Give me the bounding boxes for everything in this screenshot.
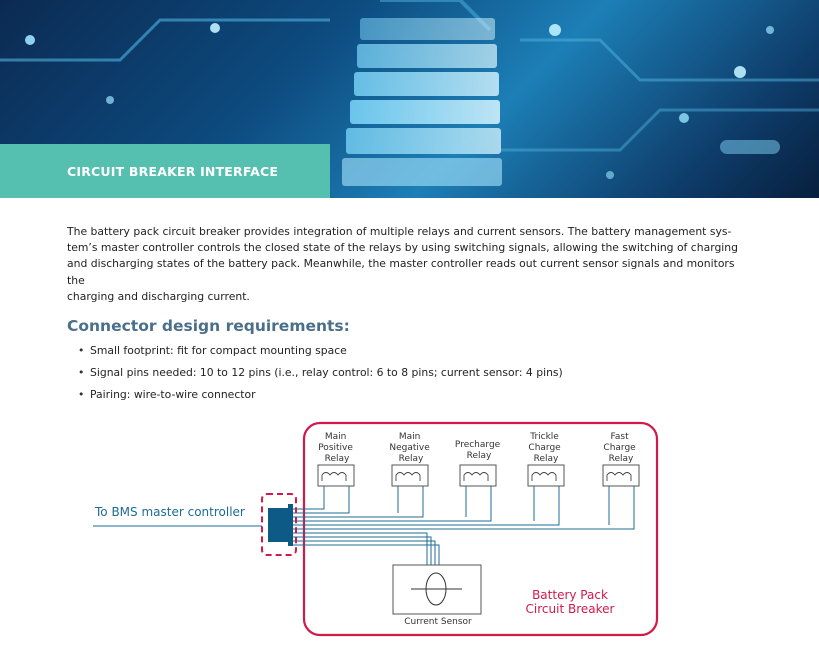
requirements-list: Small footprint: fit for compact mountin…	[78, 343, 563, 409]
relay-label: Main Positive Relay	[318, 432, 356, 464]
relay-label: Main Negative Relay	[389, 432, 432, 464]
connector-highlight	[261, 493, 297, 556]
relay-coil-icon	[317, 464, 355, 487]
breaker-label-line2: Circuit Breaker	[526, 602, 615, 616]
relay-label: Precharge Relay	[455, 440, 503, 461]
breaker-label-line1: Battery Pack	[532, 588, 608, 602]
relay-coil-icon	[391, 464, 429, 487]
intro-paragraph: The battery pack circuit breaker provide…	[67, 225, 738, 303]
relay-label: Fast Charge Relay	[603, 432, 638, 464]
relay-coil-icon	[527, 464, 565, 487]
sensor-label: Current Sensor	[404, 617, 472, 627]
page-title: CIRCUIT BREAKER INTERFACE	[67, 164, 279, 179]
connector-icon	[268, 508, 288, 542]
section-heading: Connector design requirements:	[67, 317, 350, 335]
relay-coil-icon	[459, 464, 497, 487]
hero-circuit-image	[0, 0, 819, 186]
signal-wires	[93, 486, 635, 565]
relay-label: Trickle Charge Relay	[528, 432, 563, 464]
list-item: Pairing: wire-to-wire connector	[78, 387, 563, 409]
bms-label: To BMS master controller	[94, 505, 245, 519]
hero-title-box	[0, 144, 330, 198]
list-item: Small footprint: fit for compact mountin…	[78, 343, 563, 365]
relay-coil-icon	[602, 464, 640, 487]
list-item: Signal pins needed: 10 to 12 pins (i.e.,…	[78, 365, 563, 387]
